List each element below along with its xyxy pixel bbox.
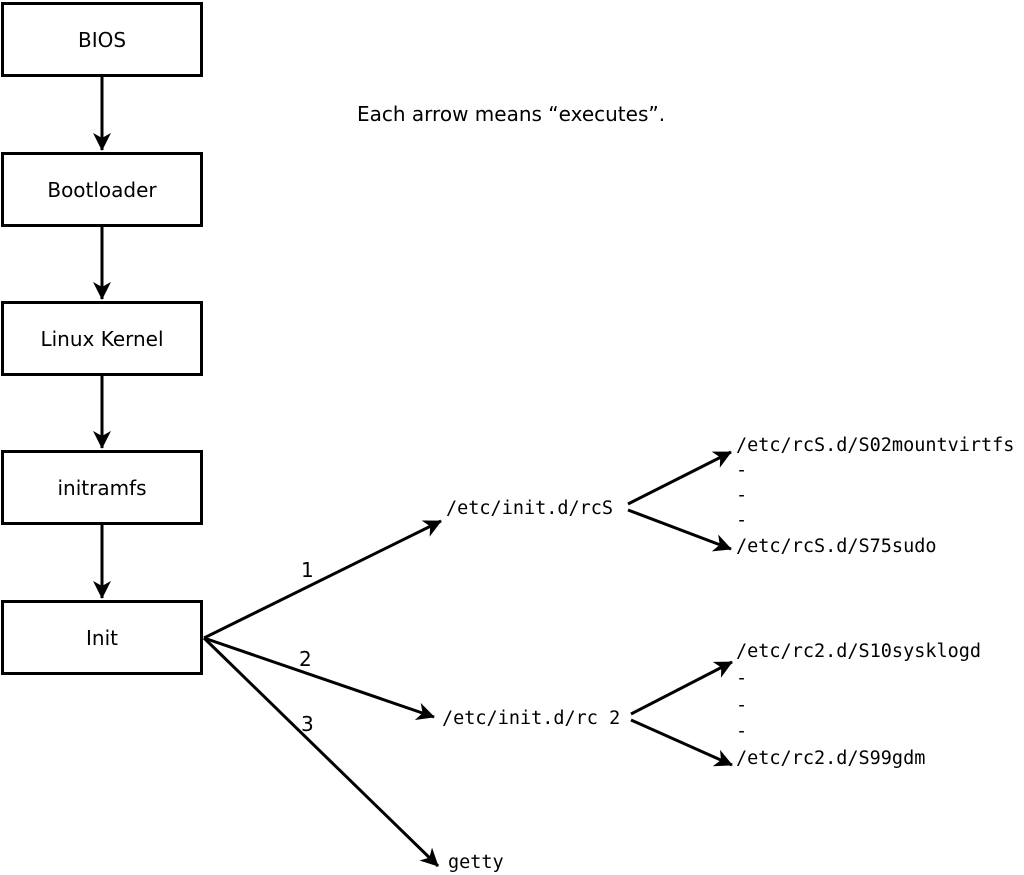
node-rc2d-s10sysklogd: /etc/rc2.d/S10sysklogd [736,641,982,662]
node-etc-init-d-rcS: /etc/init.d/rcS [446,498,614,519]
node-linux-kernel-label: Linux Kernel [40,326,164,351]
arrow-init-to-rcS [203,519,442,640]
arrow-label-3: 3 [301,712,314,736]
arrow-init-to-rc2 [203,636,435,720]
arrow-rcS-to-s02mountvirtfs [627,450,732,506]
arrow-label-1: 1 [301,558,314,582]
node-init-label: Init [86,625,118,650]
node-rcSd-s75sudo: /etc/rcS.d/S75sudo [736,536,937,557]
rc2d-ellipsis-dash: - [736,695,748,716]
rc2d-ellipsis-dash: - [736,721,748,742]
node-etc-init-d-rc2: /etc/init.d/rc 2 [442,708,621,729]
arrow-rcS-to-s75sudo [627,508,732,552]
node-initramfs-label: initramfs [57,475,147,500]
node-init: Init [1,600,203,675]
node-bios: BIOS [1,2,203,77]
node-bootloader: Bootloader [1,152,203,227]
arrow-rc2-to-s99gdm [630,718,733,767]
node-bootloader-label: Bootloader [47,177,157,202]
node-rcSd-s02mountvirtfs: /etc/rcS.d/S02mountvirtfs [736,435,1015,456]
arrow-init-to-getty [202,636,440,868]
node-linux-kernel: Linux Kernel [1,301,203,376]
node-getty: getty [448,852,504,873]
rcSd-ellipsis-dash: - [736,460,748,481]
rcSd-ellipsis-dash: - [736,485,748,506]
node-initramfs: initramfs [1,450,203,525]
node-bios-label: BIOS [77,27,127,52]
rc2d-ellipsis-dash: - [736,668,748,689]
legend-note: Each arrow means “executes”. [357,102,666,126]
node-rc2d-s99gdm: /etc/rc2.d/S99gdm [736,748,926,769]
arrow-rc2-to-s10sysklogd [630,660,733,716]
rcSd-ellipsis-dash: - [736,510,748,531]
arrow-label-2: 2 [299,647,312,671]
